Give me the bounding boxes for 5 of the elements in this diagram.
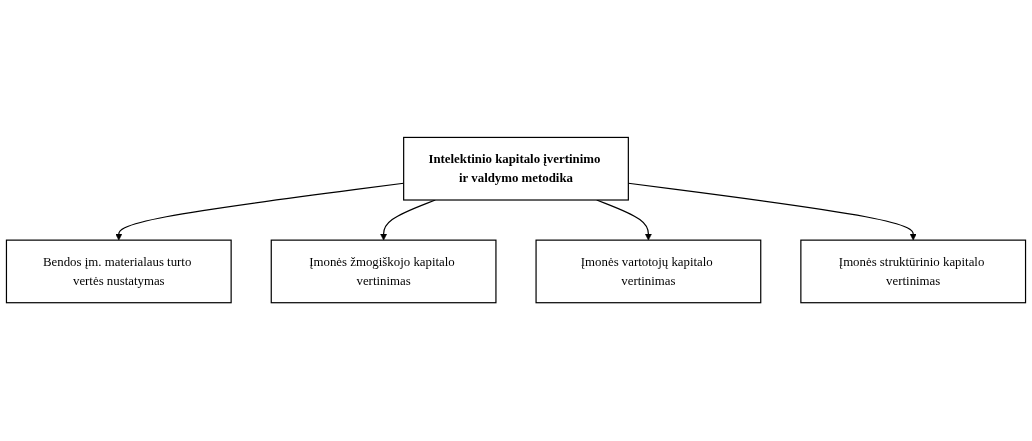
node-box: Intelektinio kapitalo įvertinimo ir valdymo metodika <box>403 137 629 202</box>
node-box: Bendos įm. materialaus turto vertės nustatymas <box>5 239 232 304</box>
node-box: Įmonės žmogiškojo kapitalo vertinimas <box>270 239 497 304</box>
node-box: Įmonės struktūrinio kapitalo vertinimas <box>800 239 1027 304</box>
node-box: Įmonės vartotojų kapitalo vertinimas <box>535 239 762 304</box>
